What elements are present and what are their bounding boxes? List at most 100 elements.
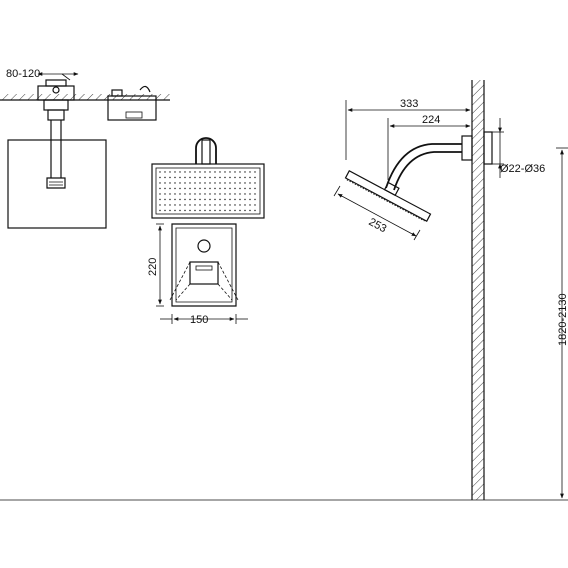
- nozzle-dot: [164, 187, 166, 190]
- nozzle-dot: [189, 176, 191, 179]
- nozzle-dot: [244, 209, 246, 212]
- nozzle-dot: [224, 182, 226, 184]
- nozzle-dot: [249, 198, 251, 201]
- nozzle-dot: [229, 187, 231, 190]
- nozzle-dot: [224, 209, 226, 212]
- nozzle-dot: [239, 193, 241, 195]
- nozzle-dot: [159, 193, 161, 195]
- nozzle-grid: [159, 171, 256, 212]
- nozzle-dot: [209, 209, 211, 212]
- shower-head-front: [151, 163, 265, 219]
- nozzle-dot: [219, 193, 221, 195]
- nozzle-dot: [234, 187, 236, 190]
- nozzle-dot: [209, 193, 211, 195]
- nozzle-dot: [229, 182, 231, 184]
- nozzle-dot: [199, 204, 201, 206]
- nozzle-dot: [209, 198, 211, 201]
- nozzle-dot: [239, 187, 241, 190]
- nozzle-dot: [174, 182, 176, 184]
- nozzle-dot: [234, 198, 236, 201]
- nozzle-dot: [164, 176, 166, 179]
- nozzle-dot: [164, 204, 166, 206]
- front-view: 220 150: [147, 137, 265, 326]
- nozzle-dot: [184, 171, 186, 173]
- nozzle-dot: [224, 193, 226, 195]
- control-box: [107, 95, 157, 121]
- nozzle-dot: [179, 187, 181, 190]
- nozzle-dot: [204, 182, 206, 184]
- nozzle-dot: [169, 176, 171, 179]
- nozzle-dot: [229, 209, 231, 212]
- nozzle-dot: [244, 204, 246, 206]
- nozzle-dot: [169, 193, 171, 195]
- nozzle-dot: [204, 187, 206, 190]
- nozzle-dot: [184, 182, 186, 184]
- nozzle-dot: [204, 209, 206, 212]
- nozzle-dot: [189, 193, 191, 195]
- nozzle-dot: [214, 198, 216, 201]
- nozzle-dot: [239, 204, 241, 206]
- nozzle-dot: [189, 187, 191, 190]
- nozzle-dot: [174, 193, 176, 195]
- nozzle-dot: [189, 209, 191, 212]
- nozzle-dot: [219, 171, 221, 173]
- nozzle-dot: [169, 209, 171, 212]
- nozzle-dot: [199, 193, 201, 195]
- nozzle-dot: [174, 204, 176, 206]
- nozzle-dot: [194, 209, 196, 212]
- nozzle-dot: [254, 209, 256, 212]
- nozzle-dot: [219, 187, 221, 190]
- nozzle-dot: [174, 176, 176, 179]
- nozzle-dot: [234, 204, 236, 206]
- nozzle-dot: [219, 209, 221, 212]
- nozzle-dot: [224, 187, 226, 190]
- dim-head-size: 253: [367, 216, 389, 235]
- dim-plate-height: 220: [147, 258, 159, 276]
- nozzle-dot: [189, 171, 191, 173]
- nozzle-dot: [239, 182, 241, 184]
- nozzle-dot: [234, 176, 236, 179]
- nozzle-dot: [204, 193, 206, 195]
- nozzle-dot: [234, 209, 236, 212]
- nozzle-dot: [204, 198, 206, 201]
- wall-flange: [461, 135, 473, 161]
- nozzle-dot: [189, 182, 191, 184]
- side-elevation-view: Ø22-Ø36 333 224 253 1820-2130: [333, 80, 568, 500]
- nozzle-dot: [249, 209, 251, 212]
- nozzle-dot: [184, 187, 186, 190]
- nozzle-dot: [209, 204, 211, 206]
- nozzle-dot: [169, 182, 171, 184]
- nozzle-dot: [174, 187, 176, 190]
- nozzle-dot: [194, 171, 196, 173]
- nozzle-dot: [209, 176, 211, 179]
- nozzle-dot: [174, 209, 176, 212]
- nozzle-dot: [249, 204, 251, 206]
- nozzle-dot: [254, 193, 256, 195]
- nozzle-dot: [194, 187, 196, 190]
- nozzle-dot: [199, 171, 201, 173]
- nozzle-dot: [169, 204, 171, 206]
- housing-outline: [7, 139, 107, 229]
- nozzle-dot: [179, 171, 181, 173]
- nozzle-dot: [254, 176, 256, 179]
- nozzle-dot: [204, 204, 206, 206]
- nozzle-dot: [164, 171, 166, 173]
- nozzle-dot: [219, 176, 221, 179]
- nozzle-dot: [244, 182, 246, 184]
- nozzle-dot: [219, 204, 221, 206]
- nozzle-dot: [249, 176, 251, 179]
- nozzle-dot: [174, 171, 176, 173]
- nozzle-dot: [164, 193, 166, 195]
- nozzle-dot: [199, 176, 201, 179]
- nozzle-dot: [254, 187, 256, 190]
- nozzle-dot: [204, 176, 206, 179]
- nozzle-dot: [189, 198, 191, 201]
- nozzle-dot: [249, 182, 251, 184]
- nozzle-dot: [169, 198, 171, 201]
- nozzle-dot: [239, 176, 241, 179]
- nozzle-dot: [234, 182, 236, 184]
- nozzle-dot: [224, 204, 226, 206]
- dim-reach-arm: 224: [422, 114, 440, 126]
- nozzle-dot: [159, 176, 161, 179]
- nozzle-dot: [209, 182, 211, 184]
